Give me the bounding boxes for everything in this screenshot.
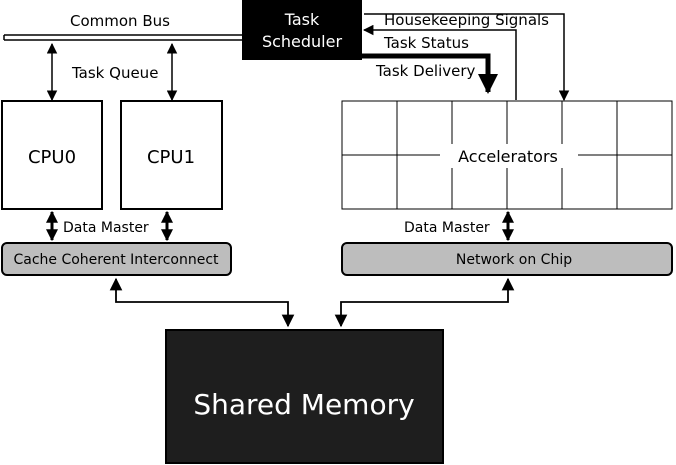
cpu1-box: [120, 100, 223, 210]
task-status-label: Task Status: [383, 34, 469, 52]
noc-memory-arrow: [334, 277, 515, 328]
housekeeping-signals-label: Housekeeping Signals: [384, 11, 549, 29]
network-on-chip-label: Network on Chip: [456, 252, 572, 268]
cache-coherent-interconnect-label: Cache Coherent Interconnect: [13, 252, 219, 268]
cache-coherent-interconnect-box: [1, 242, 232, 276]
task-scheduler-label-line2: Scheduler: [262, 32, 343, 51]
accelerators-grid: [341, 100, 673, 210]
cpu0-label: CPU0: [28, 147, 76, 168]
common-bus-label: Common Bus: [70, 12, 170, 30]
shared-memory-label: Shared Memory: [193, 388, 414, 421]
data-master-label-right: Data Master: [404, 220, 490, 236]
housekeeping-signals-arrow-in: [362, 24, 517, 100]
data-master-label-left: Data Master: [63, 220, 149, 236]
task-delivery-arrow: [362, 53, 498, 94]
task-scheduler-label-line1: Task: [284, 10, 320, 29]
task-queue-label: Task Queue: [71, 64, 158, 82]
common-bus: [3, 34, 244, 41]
task-delivery-label: Task Delivery: [375, 62, 476, 80]
task-scheduler-box: [242, 0, 362, 60]
housekeeping-signals-arrow-out: [364, 13, 570, 102]
shared-memory-box: [165, 329, 444, 464]
cpu0-box: [1, 100, 103, 210]
network-on-chip-box: [341, 242, 673, 276]
cpu1-label: CPU1: [147, 147, 195, 168]
accelerators-label: Accelerators: [458, 147, 558, 166]
interconnect-memory-arrow: [109, 277, 295, 328]
